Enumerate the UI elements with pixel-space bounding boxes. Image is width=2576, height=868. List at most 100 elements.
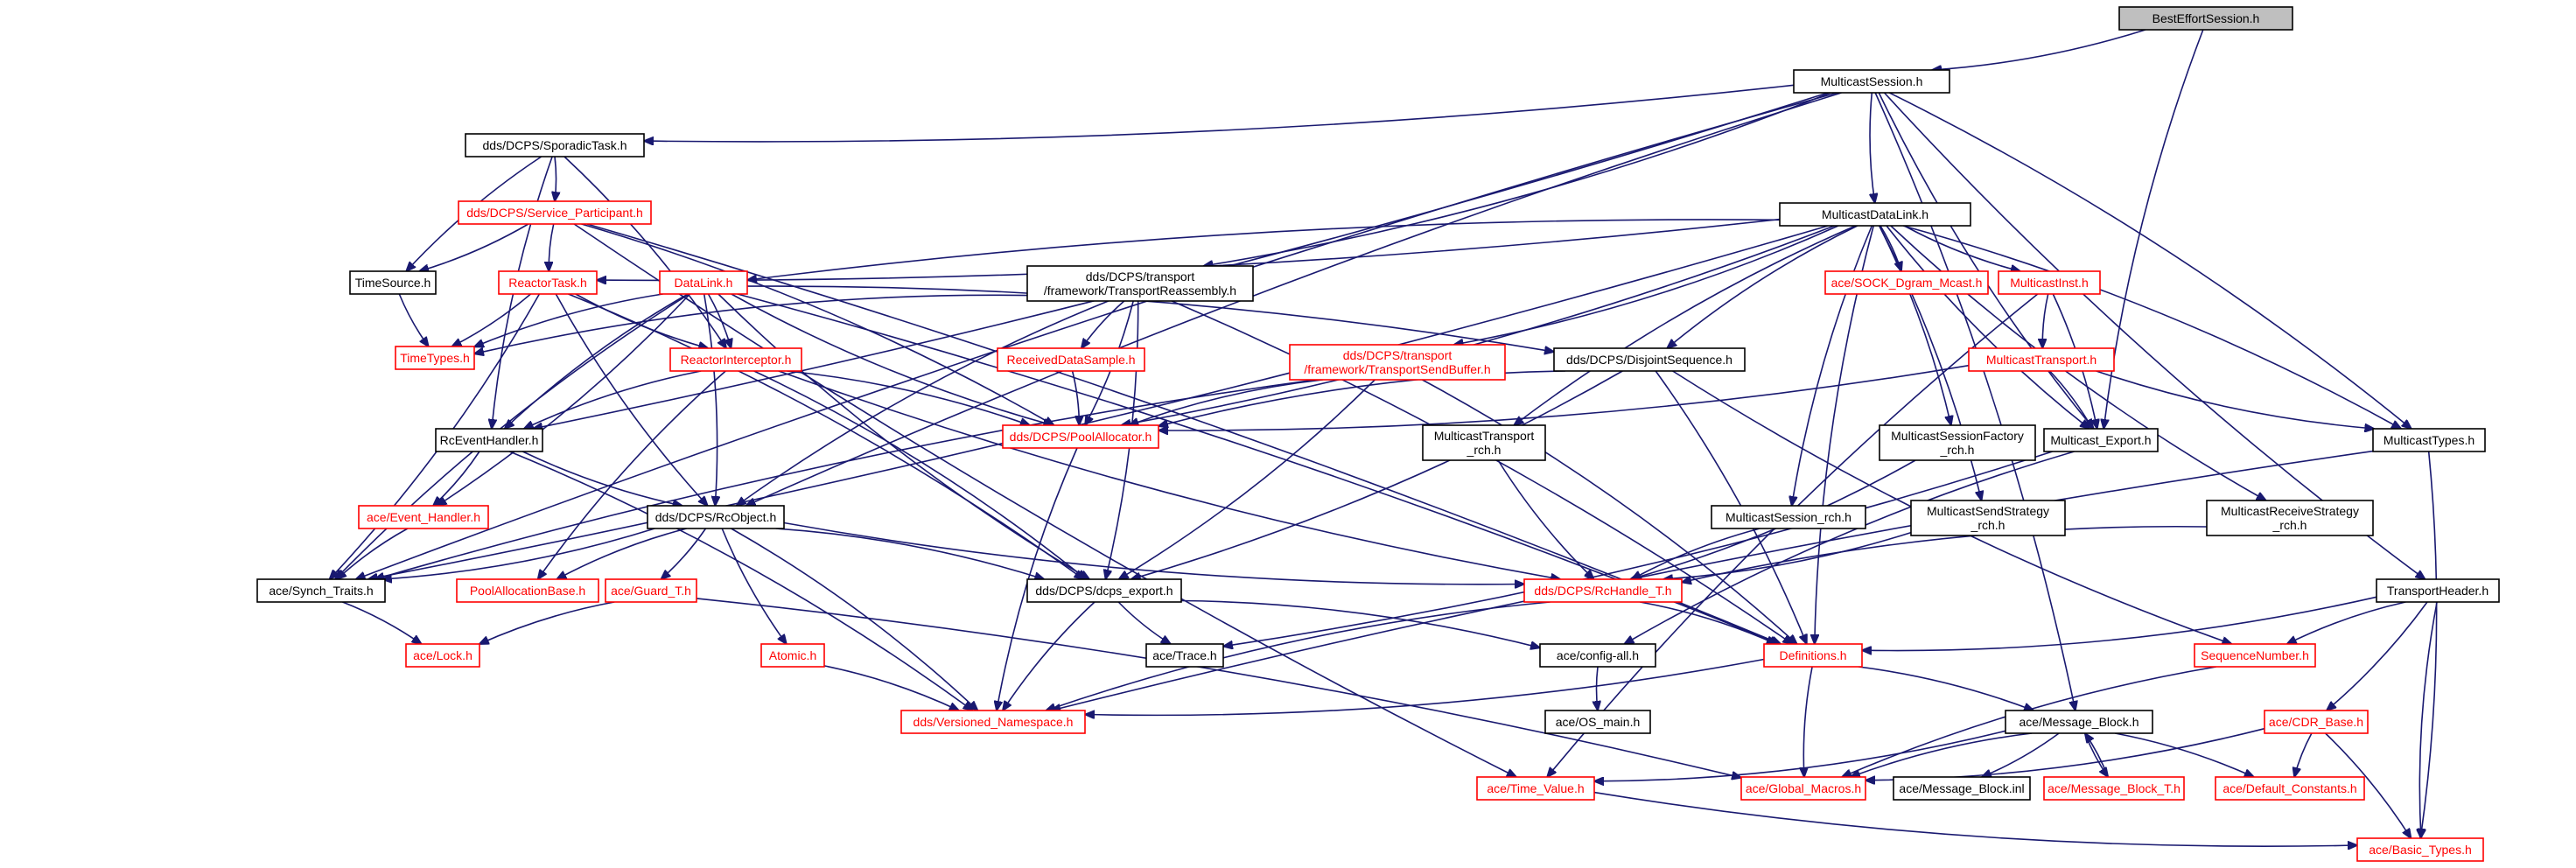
edge-rc-object-to-versioned-namespace bbox=[731, 528, 978, 710]
node-box bbox=[1824, 270, 1989, 295]
node-time-source[interactable]: TimeSource.h bbox=[349, 270, 437, 295]
node-cdr-base[interactable]: ace/CDR_Base.h bbox=[2264, 710, 2369, 734]
node-label: TransportHeader.h bbox=[2387, 584, 2488, 598]
node-rc-object[interactable]: dds/DCPS/RcObject.h bbox=[647, 505, 785, 529]
node-label: MulticastSendStrategy bbox=[1927, 504, 2049, 518]
node-multicast-data-link[interactable]: MulticastDataLink.h bbox=[1779, 202, 1971, 227]
edge-service-participant-to-definitions bbox=[586, 223, 1781, 644]
node-label: dds/DCPS/RcObject.h bbox=[655, 510, 777, 524]
node-best-effort-session[interactable]: BestEffortSession.h bbox=[2118, 6, 2293, 31]
edge-service-participant-to-time-value bbox=[573, 223, 1516, 777]
node-message-block-t[interactable]: ace/Message_Block_T.h bbox=[2043, 776, 2185, 801]
node-reactor-task[interactable]: ReactorTask.h bbox=[498, 270, 598, 295]
edge-service-participant-to-pool-allocator bbox=[581, 223, 1054, 425]
node-pool-allocator[interactable]: dds/DCPS/PoolAllocator.h bbox=[1002, 424, 1159, 449]
edge-transport-header-to-sequence-number bbox=[2287, 601, 2406, 644]
node-time-types[interactable]: TimeTypes.h bbox=[395, 346, 475, 370]
node-multicast-types[interactable]: MulticastTypes.h bbox=[2372, 428, 2486, 452]
node-label: MulticastTransport bbox=[1434, 429, 1535, 443]
node-versioned-namespace[interactable]: dds/Versioned_Namespace.h bbox=[900, 710, 1086, 734]
node-message-block-inl[interactable]: ace/Message_Block.inl bbox=[1893, 776, 2031, 801]
node-lock[interactable]: ace/Lock.h bbox=[405, 643, 480, 668]
node-os-main[interactable]: ace/OS_main.h bbox=[1544, 710, 1651, 734]
node-label: ReceivedDataSample.h bbox=[1006, 353, 1135, 367]
edge-multicast-inst-to-multicast-transport bbox=[2042, 293, 2049, 348]
node-message-block[interactable]: ace/Message_Block.h bbox=[2005, 710, 2153, 734]
node-config-all[interactable]: ace/config-all.h bbox=[1539, 643, 1656, 668]
edge-rc-object-to-pool-allocation-base bbox=[556, 528, 687, 579]
edge-multicast-session-rch-to-rc-handle-t bbox=[1632, 528, 1760, 579]
node-box bbox=[1422, 424, 1546, 461]
node-event-handler[interactable]: ace/Event_Handler.h bbox=[358, 505, 489, 529]
node-disjoint-sequence[interactable]: dds/DCPS/DisjointSequence.h bbox=[1553, 347, 1746, 372]
node-transport-reassembly[interactable]: dds/DCPS/transport/framework/TransportRe… bbox=[1026, 265, 1254, 302]
edge-best-effort-session-to-multicast-export bbox=[2104, 29, 2204, 429]
edge-dcps-export-to-config-all bbox=[1180, 599, 1540, 648]
node-multicast-export[interactable]: Multicast_Export.h bbox=[2043, 428, 2159, 452]
node-default-constants[interactable]: ace/Default_Constants.h bbox=[2215, 776, 2365, 801]
node-box bbox=[2043, 428, 2159, 452]
node-multicast-transport[interactable]: MulticastTransport.h bbox=[1968, 347, 2115, 372]
node-atomic[interactable]: Atomic.h bbox=[760, 643, 825, 668]
node-dcps-export[interactable]: dds/DCPS/dcps_export.h bbox=[1026, 578, 1182, 603]
node-synch-traits[interactable]: ace/Synch_Traits.h bbox=[256, 578, 386, 603]
node-multicast-send-strategy-rch[interactable]: MulticastSendStrategy_rch.h bbox=[1910, 500, 2066, 536]
edge-disjoint-sequence-to-definitions bbox=[1655, 370, 1807, 644]
node-received-data-sample[interactable]: ReceivedDataSample.h bbox=[997, 347, 1145, 372]
edge-definitions-to-global-macros bbox=[1803, 666, 1813, 777]
node-box bbox=[405, 643, 480, 668]
node-rc-handle-t[interactable]: dds/DCPS/RcHandle_T.h bbox=[1523, 578, 1683, 603]
node-box bbox=[900, 710, 1086, 734]
node-guard-t[interactable]: ace/Guard_T.h bbox=[605, 578, 697, 603]
edge-multicast-data-link-to-disjoint-sequence bbox=[1667, 225, 1858, 348]
node-label: MulticastDataLink.h bbox=[1822, 207, 1928, 221]
node-sock-dgram-mcast[interactable]: ace/SOCK_Dgram_Mcast.h bbox=[1824, 270, 1989, 295]
edge-multicast-send-strategy-rch-to-rc-handle-t bbox=[1663, 531, 1912, 579]
node-multicast-session[interactable]: MulticastSession.h bbox=[1793, 69, 1950, 94]
node-definitions[interactable]: Definitions.h bbox=[1763, 643, 1863, 668]
node-label: ace/OS_main.h bbox=[1556, 715, 1641, 729]
node-multicast-session-factory-rch[interactable]: MulticastSessionFactory_rch.h bbox=[1879, 424, 2036, 461]
node-label: ace/Global_Macros.h bbox=[1746, 781, 1861, 795]
node-reactor-interceptor[interactable]: ReactorInterceptor.h bbox=[669, 347, 802, 372]
node-label: ace/Synch_Traits.h bbox=[269, 584, 373, 598]
node-trace[interactable]: ace/Trace.h bbox=[1145, 643, 1224, 668]
node-rc-event-handler[interactable]: RcEventHandler.h bbox=[435, 428, 543, 452]
node-multicast-inst[interactable]: MulticastInst.h bbox=[1998, 270, 2101, 295]
node-label: ace/Lock.h bbox=[413, 648, 472, 662]
node-label: dds/DCPS/RcHandle_T.h bbox=[1534, 584, 1671, 598]
node-label: /framework/TransportSendBuffer.h bbox=[1304, 362, 1490, 376]
edge-multicast-session-to-multicast-export bbox=[1878, 92, 2093, 429]
edge-rc-object-to-synch-traits bbox=[382, 528, 655, 579]
node-label: ace/Default_Constants.h bbox=[2222, 781, 2356, 795]
node-label: ace/Event_Handler.h bbox=[367, 510, 480, 524]
node-multicast-receive-strategy-rch[interactable]: MulticastReceiveStrategy_rch.h bbox=[2206, 500, 2374, 536]
node-box bbox=[1968, 347, 2115, 372]
node-label: ace/Trace.h bbox=[1152, 648, 1216, 662]
node-box bbox=[2264, 710, 2369, 734]
node-transport-send-buffer[interactable]: dds/DCPS/transport/framework/TransportSe… bbox=[1289, 344, 1506, 381]
node-global-macros[interactable]: ace/Global_Macros.h bbox=[1740, 776, 1866, 801]
node-transport-header[interactable]: TransportHeader.h bbox=[2376, 578, 2500, 603]
node-service-participant[interactable]: dds/DCPS/Service_Participant.h bbox=[458, 200, 652, 225]
edge-cdr-base-to-basic-types bbox=[2325, 732, 2412, 838]
edge-rc-object-to-dcps-export bbox=[775, 528, 1045, 579]
edge-transport-reassembly-to-received-data-sample bbox=[1082, 300, 1125, 348]
node-basic-types[interactable]: ace/Basic_Types.h bbox=[2356, 837, 2484, 862]
node-label: TimeSource.h bbox=[355, 276, 431, 290]
node-time-value[interactable]: ace/Time_Value.h bbox=[1476, 776, 1595, 801]
node-label: MulticastTransport.h bbox=[1986, 353, 2096, 367]
edge-reactor-interceptor-to-pool-allocator bbox=[787, 370, 1030, 425]
node-sporadic-task[interactable]: dds/DCPS/SporadicTask.h bbox=[465, 133, 645, 158]
node-pool-allocation-base[interactable]: PoolAllocationBase.h bbox=[456, 578, 599, 603]
node-sequence-number[interactable]: SequenceNumber.h bbox=[2194, 643, 2316, 668]
node-box bbox=[1026, 578, 1182, 603]
node-data-link[interactable]: DataLink.h bbox=[659, 270, 748, 295]
node-multicast-transport-rch[interactable]: MulticastTransport_rch.h bbox=[1422, 424, 1546, 461]
edge-reactor-task-to-dcps-export bbox=[568, 293, 1084, 579]
edge-time-value-to-basic-types bbox=[1593, 791, 2357, 847]
node-box bbox=[1544, 710, 1651, 734]
edge-data-link-to-dcps-export bbox=[718, 293, 1089, 579]
node-multicast-session-rch[interactable]: MulticastSession_rch.h bbox=[1711, 505, 1866, 529]
